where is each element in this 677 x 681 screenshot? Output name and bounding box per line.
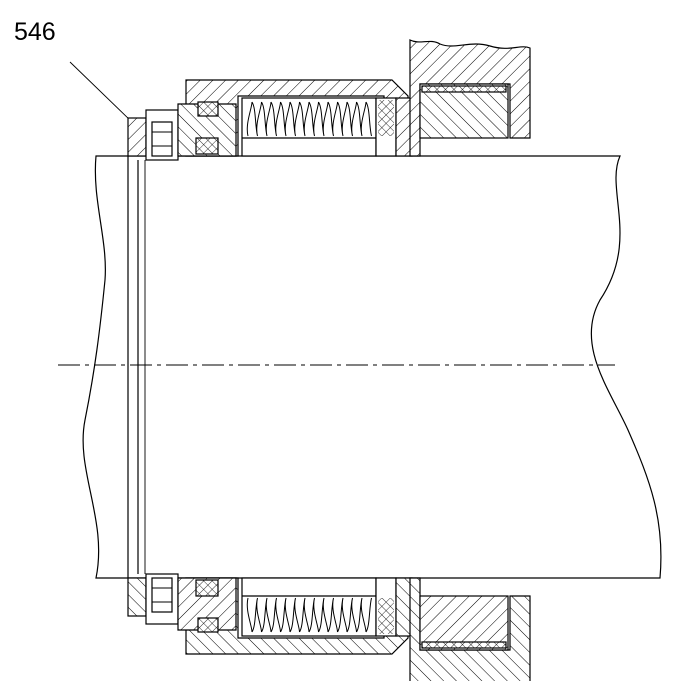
bottom-seal-assembly [127, 573, 531, 681]
leader-line [69, 61, 133, 123]
set-screw-top [151, 121, 173, 157]
top-seal-assembly [127, 39, 531, 161]
callout-label: 546 [14, 18, 56, 46]
spring-top [246, 101, 372, 137]
spring-coil [246, 597, 372, 633]
shaft [82, 155, 662, 579]
sleeve-flange-top-hatch [128, 118, 146, 156]
spring-coil [246, 101, 372, 137]
